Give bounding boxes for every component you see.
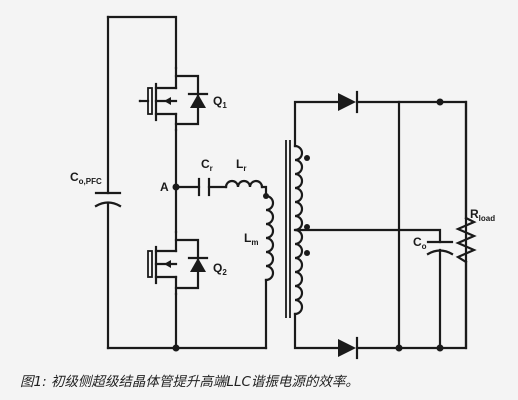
label-rload: Rload (470, 207, 495, 223)
capacitor-co-pfc (94, 191, 122, 208)
diode-bottom (338, 336, 359, 360)
label-co-pfc: Co,PFC (70, 170, 102, 186)
mosfet-q1 (138, 66, 209, 132)
mosfet-q2 (147, 230, 209, 296)
label-co: Co (413, 235, 427, 251)
diode-top (338, 90, 359, 114)
label-q1: Q1 (213, 94, 227, 110)
label-q2: Q2 (213, 261, 227, 277)
label-cr: Cr (201, 157, 213, 173)
inductor-lm (264, 194, 275, 282)
resistor-rload (455, 216, 477, 264)
label-node-a: A (160, 180, 169, 194)
label-lr: Lr (236, 157, 246, 173)
secondary-wiring (293, 100, 468, 350)
capacitor-cr (197, 177, 211, 197)
inductor-lr (224, 179, 264, 189)
capacitor-co (426, 240, 454, 256)
label-lm: Lm (244, 231, 258, 247)
primary-wiring (106, 15, 268, 350)
figure-caption: 图1: 初级侧超级结晶体管提升高端LLC谐振电源的效率。 (20, 374, 359, 390)
junction-dots (172, 98, 444, 352)
